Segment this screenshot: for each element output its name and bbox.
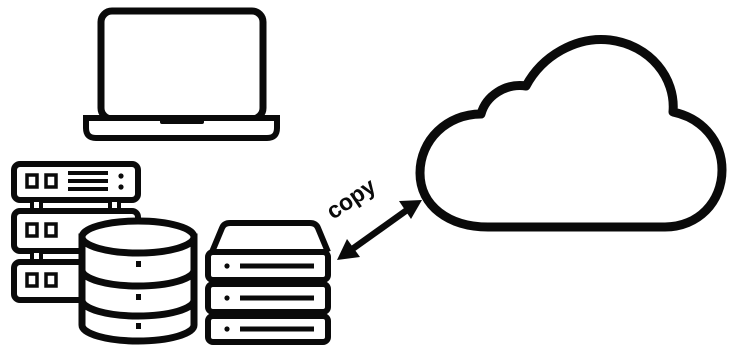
double-arrow-icon <box>337 200 422 260</box>
laptop-icon <box>83 7 280 141</box>
cloud-icon <box>415 35 727 232</box>
storage-stack-icon <box>205 220 331 345</box>
copy-label: copy <box>321 172 380 224</box>
database-icon <box>78 217 198 345</box>
